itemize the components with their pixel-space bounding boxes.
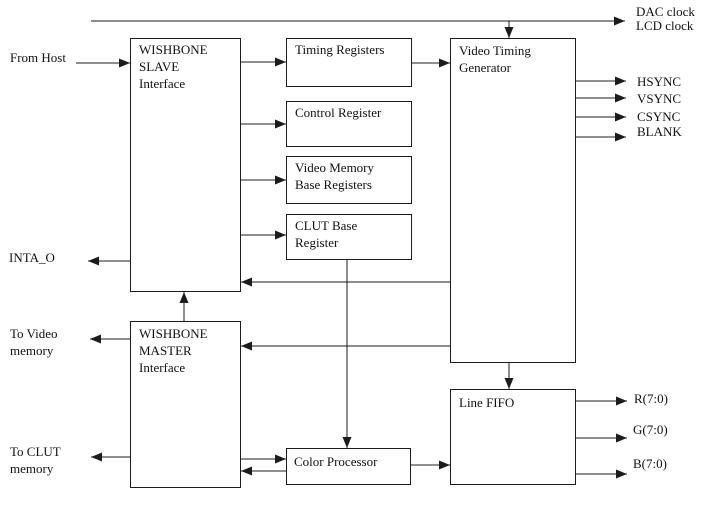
block-timing-registers: Timing Registers bbox=[286, 38, 412, 87]
port-label-from-host: From Host bbox=[10, 50, 66, 65]
block-label-line: Video Memory bbox=[295, 160, 375, 175]
block-label-line: SLAVE bbox=[139, 59, 180, 74]
port-label-blank: BLANK bbox=[637, 124, 682, 139]
port-label-to-clut-memory: To CLUT memory bbox=[10, 443, 61, 477]
port-label-red: R(7:0) bbox=[634, 391, 668, 406]
block-wishbone-slave-interface: WISHBONE SLAVE Interface bbox=[130, 38, 241, 292]
block-label-line: Control Register bbox=[295, 105, 382, 120]
port-label-line: To CLUT bbox=[10, 444, 61, 459]
block-label-line: MASTER bbox=[139, 343, 192, 358]
block-label-line: WISHBONE bbox=[139, 42, 208, 57]
port-label-to-video-memory: To Video memory bbox=[10, 325, 58, 359]
port-label-inta-o: INTA_O bbox=[9, 250, 55, 265]
block-label-line: WISHBONE bbox=[139, 326, 208, 341]
port-label-csync: CSYNC bbox=[637, 109, 681, 124]
port-label-blue: B(7:0) bbox=[633, 456, 667, 471]
port-label-line: memory bbox=[10, 461, 54, 476]
block-label-line: Interface bbox=[139, 76, 186, 91]
block-color-processor: Color Processor bbox=[286, 448, 411, 485]
block-label-line: Interface bbox=[139, 360, 186, 375]
block-control-register: Control Register bbox=[286, 101, 412, 147]
block-label-line: Base Registers bbox=[295, 177, 372, 192]
block-label-line: Generator bbox=[459, 60, 511, 75]
block-label-line: Video Timing bbox=[459, 43, 531, 58]
block-label-line: Line FIFO bbox=[459, 395, 515, 410]
port-label-green: G(7:0) bbox=[633, 422, 668, 437]
port-label-clock-out: DAC clock LCD clock bbox=[636, 5, 695, 33]
block-label-line: Color Processor bbox=[294, 454, 378, 469]
port-label-line: To Video bbox=[10, 326, 58, 341]
port-label-line: LCD clock bbox=[636, 18, 694, 33]
block-label-line: Timing Registers bbox=[295, 42, 385, 57]
block-video-timing-generator: Video Timing Generator bbox=[450, 38, 576, 363]
block-wishbone-master-interface: WISHBONE MASTER Interface bbox=[130, 321, 241, 488]
port-label-vsync: VSYNC bbox=[637, 91, 682, 106]
port-label-line: memory bbox=[10, 343, 54, 358]
block-line-fifo: Line FIFO bbox=[450, 389, 576, 485]
port-label-hsync: HSYNC bbox=[637, 74, 682, 89]
block-label-line: CLUT Base bbox=[295, 218, 358, 233]
port-label-line: DAC clock bbox=[636, 4, 695, 19]
block-video-memory-base-registers: Video Memory Base Registers bbox=[286, 156, 412, 204]
block-clut-base-register: CLUT Base Register bbox=[286, 214, 412, 260]
block-label-line: Register bbox=[295, 235, 339, 250]
